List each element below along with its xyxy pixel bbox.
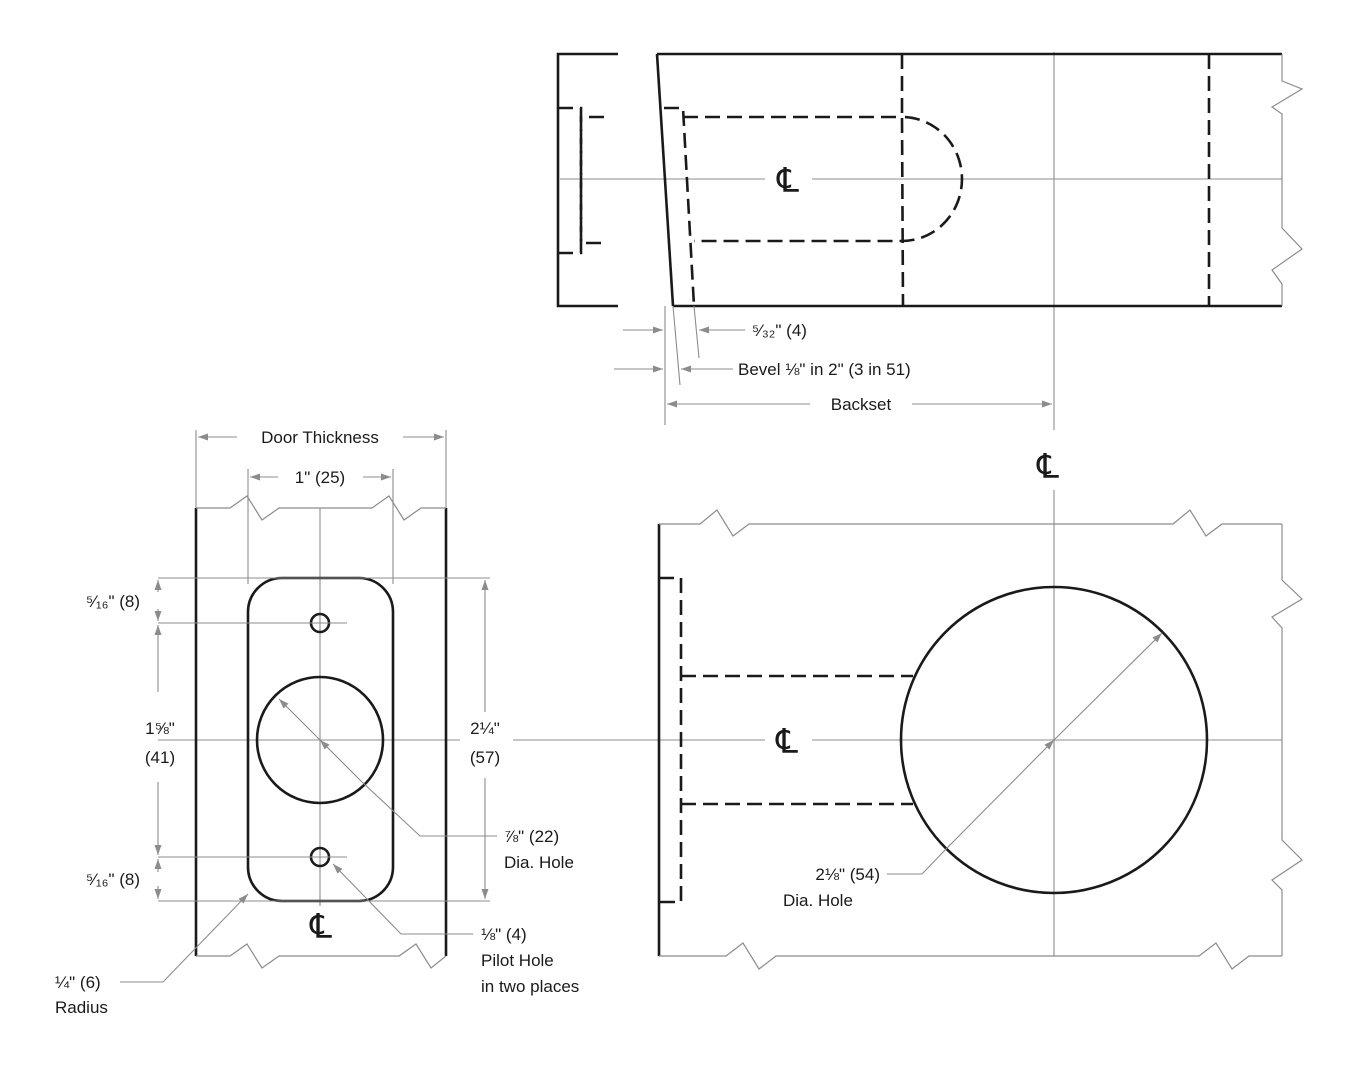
dim-1-5-8-value: 1⅝" xyxy=(145,719,175,738)
beveled-door-edge xyxy=(655,53,675,307)
pilot-hole-size: ⅛" (4) xyxy=(481,925,527,944)
face-view-break-top xyxy=(659,509,1282,537)
face-view-break-right xyxy=(1271,524,1303,956)
latch-hole-size: ⅞" (22) xyxy=(504,827,559,846)
strike-jamb-recess xyxy=(558,106,583,255)
one-inch-label: 1" (25) xyxy=(295,468,345,487)
pilot-hole-caption: Pilot Hole xyxy=(481,951,554,970)
dim-5-16-bottom-label: ⁵⁄₁₆" (8) xyxy=(86,870,140,889)
bevel-extension-line-outer xyxy=(672,305,681,386)
bore-diameter-upper xyxy=(1053,632,1163,741)
pilot-hole-leader xyxy=(332,863,473,935)
face-view-break-bottom xyxy=(659,942,1282,970)
face-view-centerline-symbol: ℄ xyxy=(775,723,798,761)
face-view-top-centerline-symbol: ℄ xyxy=(1036,448,1059,486)
latch-bore-upper xyxy=(683,115,905,307)
pilot-hole-places: in two places xyxy=(481,977,579,996)
edge-view-break-top xyxy=(196,495,446,521)
latch-hole-7-8 xyxy=(255,675,385,805)
edge-view-break-bottom xyxy=(196,943,447,969)
face-view: ℄ ℄ 2⅛" (54) Dia. Hole xyxy=(657,448,1303,970)
dim-5-32-label: ⁵⁄₃₂" (4) xyxy=(752,321,807,340)
dim-2-1-4-value: 2¼" xyxy=(470,719,500,738)
top-view-break-line xyxy=(1270,54,1304,306)
latch-hole-leader xyxy=(319,739,497,837)
radius-leader xyxy=(120,893,249,983)
bore-hole-2-1-8 xyxy=(899,585,1209,895)
latch-hole-caption: Dia. Hole xyxy=(504,853,574,872)
faceplate-extension-line xyxy=(693,305,700,359)
dim-5-16-top-label: ⁵⁄₁₆" (8) xyxy=(86,592,140,611)
edge-view: Door Thickness 1" (25) ⁵⁄₁₆" (8) ⁵⁄₁₆" (… xyxy=(55,428,765,1017)
bore-hole-size: 2⅛" (54) xyxy=(815,865,880,884)
strike-jamb-outline xyxy=(556,52,618,308)
edge-view-centerline-symbol: ℄ xyxy=(309,908,332,946)
top-view: ℄ ⁵⁄₃₂" (4) Bevel ⅛" in 2" (3 in 51) Bac… xyxy=(556,52,1304,430)
latch-faceplate-mortise xyxy=(664,106,696,307)
door-thickness-label: Door Thickness xyxy=(261,428,379,447)
bore-hole-leader xyxy=(887,739,1055,875)
bore-hole-caption: Dia. Hole xyxy=(783,891,853,910)
bevel-label: Bevel ⅛" in 2" (3 in 51) xyxy=(738,360,911,379)
dim-1-5-8-metric: (41) xyxy=(145,748,175,767)
backset-label: Backset xyxy=(831,395,892,414)
latch-hole-diameter-upper xyxy=(278,698,321,741)
strike-jamb-bore xyxy=(579,115,604,245)
radius-caption: Radius xyxy=(55,998,108,1017)
top-view-centerline-symbol: ℄ xyxy=(776,162,799,200)
dim-2-1-4-metric: (57) xyxy=(470,748,500,767)
radius-size: ¼" (6) xyxy=(55,973,101,992)
faceplate-mortise-hidden xyxy=(659,576,683,904)
latch-bore-rounded-end xyxy=(694,54,964,243)
